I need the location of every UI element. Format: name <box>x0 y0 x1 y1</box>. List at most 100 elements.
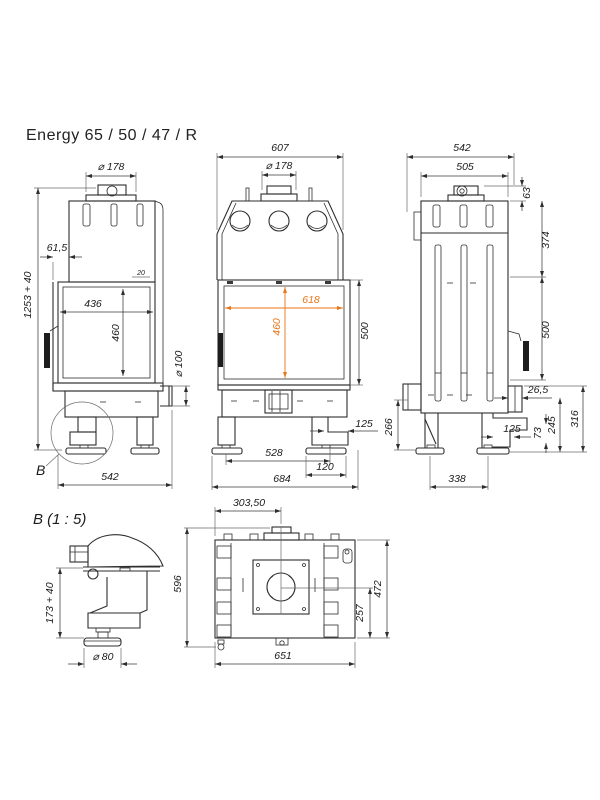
clamp-bolt <box>459 188 465 194</box>
flue-clamp-ring <box>106 185 118 197</box>
vent-slot <box>459 204 468 228</box>
body-inner-lines <box>221 202 339 280</box>
eye-bolt-mount <box>217 639 225 645</box>
right-side-view: 542 505 63 374 500 26,5 245 316 125 73 <box>383 142 587 490</box>
left-side-view: B ⌀ 178 61,5 1253 + 40 20 436 460 ⌀ 100 … <box>22 161 190 489</box>
fin-top <box>330 533 340 541</box>
hood-profile <box>87 534 164 568</box>
dim-leg-bracket: 125 <box>355 418 373 430</box>
frame-tab <box>227 281 233 284</box>
plate-slot <box>119 567 131 572</box>
dim-73: 73 <box>532 427 544 439</box>
dim-firebox-height: 500 <box>359 322 371 340</box>
dim-opening-width: 436 <box>84 298 102 310</box>
door-handle <box>218 333 223 367</box>
drawing-title: Energy 65 / 50 / 47 / R <box>26 127 198 144</box>
detail-b-circle <box>50 401 114 465</box>
side-fins <box>216 543 339 638</box>
handle-bracket <box>507 330 522 342</box>
dim-front-offset: 61,5 <box>47 242 68 254</box>
foot-nut <box>95 627 111 633</box>
flue-stub <box>266 185 292 195</box>
dim-foot-width: 120 <box>316 461 334 473</box>
flue-stub <box>271 526 292 534</box>
detail-b-view: B (1 : 5) 173 + 40 ⌀ 80 <box>33 511 164 668</box>
detail-title: B (1 : 5) <box>33 511 86 528</box>
side-bracket <box>413 211 422 241</box>
hot-air-outlets <box>229 210 328 232</box>
detail-b-ref: B <box>36 462 45 478</box>
fin-top <box>249 533 259 541</box>
base-plate <box>214 539 356 639</box>
dim-316: 316 <box>569 410 581 428</box>
dim-leg-span: 338 <box>448 473 466 485</box>
dim-overall-depth: 542 <box>453 142 471 154</box>
latch <box>342 548 353 564</box>
door-handle <box>523 341 529 371</box>
dim-glass-height: 460 <box>271 318 283 336</box>
foot-pad <box>65 447 107 455</box>
collar-post <box>245 187 250 202</box>
vent-slot <box>136 203 144 227</box>
dim-handle-offset: 26,5 <box>527 384 549 396</box>
rear-leg <box>424 413 439 448</box>
firebox-glass <box>62 286 151 379</box>
base-box <box>64 390 159 418</box>
foot-pad <box>305 447 347 455</box>
body-outline <box>216 200 344 280</box>
flue-collar <box>263 532 300 541</box>
fin-top <box>223 533 233 541</box>
frame-tab <box>276 281 282 284</box>
dim-opening-height: 460 <box>110 324 122 342</box>
hood-end-cap <box>69 545 89 563</box>
plinth <box>52 382 164 392</box>
dim-overall-width-base: 684 <box>273 473 291 485</box>
vent-slot <box>82 203 91 227</box>
front-view: 607 ⌀ 178 618 460 500 125 528 120 684 <box>211 142 378 490</box>
dim-rear-offset: 257 <box>354 603 366 623</box>
front-leg-lower <box>69 431 97 446</box>
dim-glass-offset: 20 <box>136 270 145 277</box>
dim-overall-width: 607 <box>271 142 290 154</box>
pivot-bolt <box>87 568 99 580</box>
clamp-ring <box>456 185 468 197</box>
front-leg <box>77 416 97 433</box>
air-damper-inner <box>268 393 289 410</box>
flue-collar <box>260 193 298 202</box>
dim-flue-diameter: ⌀ 178 <box>266 160 293 172</box>
vent-slot <box>432 204 441 228</box>
dim-flue-diameter: ⌀ 178 <box>98 161 125 173</box>
dim-glass-width: 618 <box>302 294 320 306</box>
collar-post <box>308 187 313 202</box>
dim-duct-diameter: ⌀ 100 <box>173 350 185 377</box>
firebox-frame <box>217 279 351 386</box>
plan-view: 303,50 596 651 472 257 <box>172 497 390 668</box>
dim-upper-height: 374 <box>540 231 552 249</box>
dim-base-height: 266 <box>383 418 395 437</box>
leg-profile <box>87 571 148 629</box>
vent-slot <box>485 204 494 228</box>
handle-bracket <box>49 325 59 334</box>
side-duct <box>402 383 422 411</box>
foot-pad <box>130 447 160 455</box>
foot-pad <box>83 637 122 647</box>
front-leg-bracket <box>481 413 528 448</box>
foot-screw <box>97 631 109 639</box>
frame-sill <box>217 384 351 391</box>
vent-slot <box>110 203 118 227</box>
air-damper <box>264 389 293 414</box>
rear-duct <box>160 385 173 407</box>
dim-leg-span: 528 <box>265 447 283 459</box>
firebox-glass <box>223 285 345 380</box>
dim-leg-height: 173 + 40 <box>44 582 56 623</box>
dim-inner-depth: 472 <box>372 580 384 598</box>
left-leg <box>217 416 236 446</box>
dim-body-depth: 505 <box>456 161 474 173</box>
foot-pad <box>415 447 445 455</box>
frame-tab <box>325 281 331 284</box>
rear-leg <box>136 416 154 446</box>
foot-pad <box>476 447 510 455</box>
detail-b-leader <box>45 453 60 467</box>
